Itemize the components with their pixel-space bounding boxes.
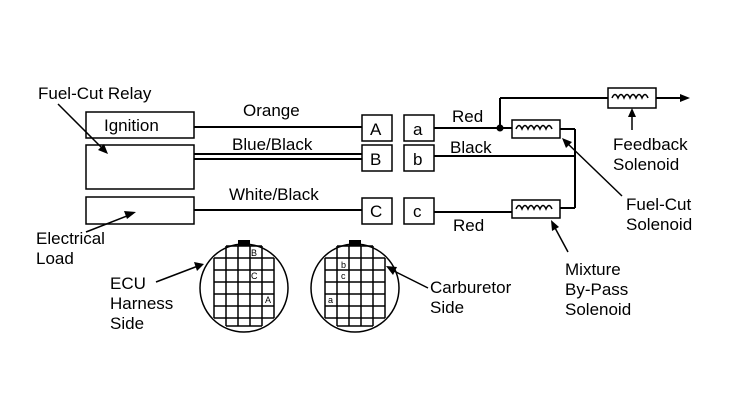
ecu-side-pointer-line xyxy=(155,265,199,283)
carburetor-connector-view: b c a xyxy=(310,240,400,333)
relay-pointer-arrow xyxy=(98,144,108,154)
fuel-cut-coil xyxy=(515,124,553,131)
carb-connector: a b c xyxy=(403,114,435,225)
feedback-out-arrow xyxy=(680,94,690,102)
ecu-terminal-b xyxy=(361,144,393,172)
feedback-label-2: Solenoid xyxy=(613,155,679,174)
ecu-terminal-c xyxy=(361,197,393,225)
carb-side-label-1: Carburetor xyxy=(430,278,512,297)
carburetor-key xyxy=(349,240,361,246)
electrical-load-box xyxy=(85,196,195,225)
feedback-label-1: Feedback xyxy=(613,135,688,154)
fuel-cut-relay-label: Fuel-Cut Relay xyxy=(38,84,152,103)
carb-side-pointer-line xyxy=(391,269,429,289)
black-label: Black xyxy=(450,138,492,157)
feedback-pointer-arrow xyxy=(628,108,636,117)
load-pointer-line xyxy=(85,213,133,233)
carb-terminal-a-label: a xyxy=(413,120,423,139)
ecu-connector: A B C xyxy=(361,114,393,225)
mixture-coil xyxy=(515,204,553,211)
carb-terminal-c-label: c xyxy=(413,202,422,221)
load-pointer-arrow xyxy=(124,211,136,219)
ecu-harness-connector-view: B C A xyxy=(199,240,289,333)
mixture-label-3: Solenoid xyxy=(565,300,631,319)
white-black-label: White/Black xyxy=(229,185,319,204)
mixture-pointer-arrow xyxy=(551,220,559,231)
feedback-coil xyxy=(611,93,649,100)
mixture-pointer-line xyxy=(553,225,569,253)
relay-pointer-line xyxy=(57,103,107,153)
ecu-side-label-2: Harness xyxy=(110,294,173,313)
mixture-solenoid-body xyxy=(511,199,561,219)
blue-black-label: Blue/Black xyxy=(232,135,313,154)
carburetor-grid xyxy=(324,245,386,327)
ignition-label: Ignition xyxy=(104,116,159,135)
ecu-terminal-b-label: B xyxy=(370,150,381,169)
electrical-label: Electrical xyxy=(36,229,105,248)
ecu-harness-key xyxy=(238,240,250,246)
fuel-cut-pointer-line xyxy=(565,141,623,197)
ecu-terminal-a-label: A xyxy=(370,120,382,139)
ignition-box xyxy=(85,111,195,139)
feedback-solenoid xyxy=(607,87,690,109)
red-bottom-label: Red xyxy=(453,216,484,235)
ecu-side-pointer-arrow xyxy=(194,262,204,271)
ecu-pin-a: A xyxy=(265,295,271,305)
carb-pin-a: a xyxy=(328,295,333,305)
fuel-cut-solenoid-body xyxy=(511,119,561,139)
ecu-terminal-c-label: C xyxy=(370,202,382,221)
mixture-label-2: By-Pass xyxy=(565,280,628,299)
fuel-cut-label-2: Solenoid xyxy=(626,215,692,234)
carb-side-pointer-arrow xyxy=(386,266,397,275)
fuel-cut-pointer-arrow xyxy=(562,138,572,148)
carb-pin-b: b xyxy=(341,260,346,270)
carburetor-outline xyxy=(310,243,400,333)
carb-pin-c: c xyxy=(341,271,346,281)
mixture-bypass-solenoid xyxy=(511,199,575,219)
carb-terminal-b xyxy=(403,144,435,172)
ecu-pin-c: C xyxy=(251,271,258,281)
ecu-pin-b: B xyxy=(251,248,257,258)
fuel-cut-label-1: Fuel-Cut xyxy=(626,195,691,214)
mixture-label-1: Mixture xyxy=(565,260,621,279)
carb-terminal-b-label: b xyxy=(413,150,422,169)
feedback-solenoid-body xyxy=(607,87,657,109)
orange-label: Orange xyxy=(243,101,300,120)
load-label: Load xyxy=(36,249,74,268)
red-top-label: Red xyxy=(452,107,483,126)
fuel-cut-solenoid xyxy=(511,119,576,156)
relay-coil-box xyxy=(85,144,195,190)
ecu-side-label-1: ECU xyxy=(110,274,146,293)
carb-side-label-2: Side xyxy=(430,298,464,317)
ecu-side-label-3: Side xyxy=(110,314,144,333)
ecu-terminal-a xyxy=(361,114,393,142)
ecu-harness-grid xyxy=(213,245,275,327)
ecu-harness-outline xyxy=(199,243,289,333)
